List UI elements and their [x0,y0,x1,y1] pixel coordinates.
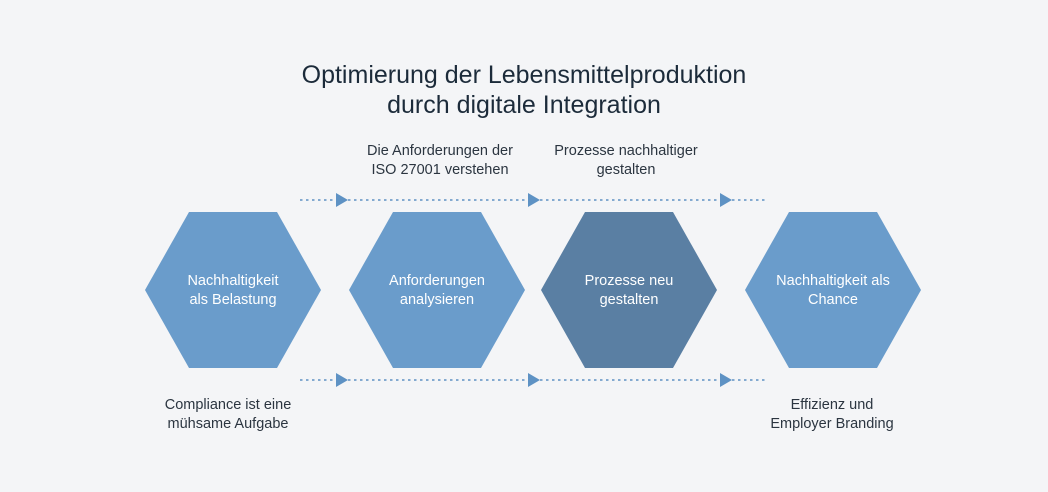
bottom-caption-compliance: Compliance ist eine mühsame Aufgabe [108,396,348,434]
top-arrow-head-3 [720,193,732,207]
step-label-3-line1: Prozesse neu [584,273,674,289]
diagram-title-line2: durch digitale Integration [387,91,661,119]
top-caption-processes-line2: gestalten [596,162,656,178]
bottom-arrow-head-3 [720,373,732,387]
step-label-3: Prozesse neu gestalten [554,272,704,310]
bottom-caption-efficiency: Effizienz und Employer Branding [712,396,952,434]
diagram-title-line1: Optimierung der Lebensmittelproduktion [301,61,747,89]
bottom-connector [300,373,768,387]
step-label-3-line2: gestalten [599,292,659,308]
step-label-2-line1: Anforderungen [389,273,485,289]
top-caption-iso: Die Anforderungen der ISO 27001 verstehe… [320,142,560,180]
top-connector [300,193,768,207]
step-hexagon-3 [541,212,717,368]
bottom-caption-compliance-line2: mühsame Aufgabe [167,416,289,432]
top-caption-iso-line2: ISO 27001 verstehen [371,162,509,178]
step-label-4-line2: Chance [808,292,858,308]
diagram-title: Optimierung der Lebensmittelproduktion d… [224,60,824,120]
bottom-caption-efficiency-line1: Effizienz und [790,397,874,413]
step-label-4: Nachhaltigkeit als Chance [758,272,908,310]
top-arrow-head-2 [528,193,540,207]
step-hexagon-1 [145,212,321,368]
top-arrow-head-1 [336,193,348,207]
step-label-1-line1: Nachhaltigkeit [187,273,279,289]
step-hexagon-4 [745,212,921,368]
step-label-2-line2: analysieren [399,292,475,308]
step-label-1: Nachhaltigkeit als Belastung [158,272,308,310]
top-caption-iso-line1: Die Anforderungen der [367,143,513,159]
bottom-caption-efficiency-line2: Employer Branding [770,416,894,432]
bottom-caption-compliance-line1: Compliance ist eine [164,397,292,413]
step-label-4-line1: Nachhaltigkeit als [776,273,890,289]
step-label-2: Anforderungen analysieren [362,272,512,310]
step-label-1-line2: als Belastung [189,292,277,308]
bottom-arrow-head-2 [528,373,540,387]
step-hexagon-2 [349,212,525,368]
top-caption-processes-line1: Prozesse nachhaltiger [554,143,698,159]
top-caption-processes: Prozesse nachhaltiger gestalten [506,142,746,180]
bottom-arrow-head-1 [336,373,348,387]
